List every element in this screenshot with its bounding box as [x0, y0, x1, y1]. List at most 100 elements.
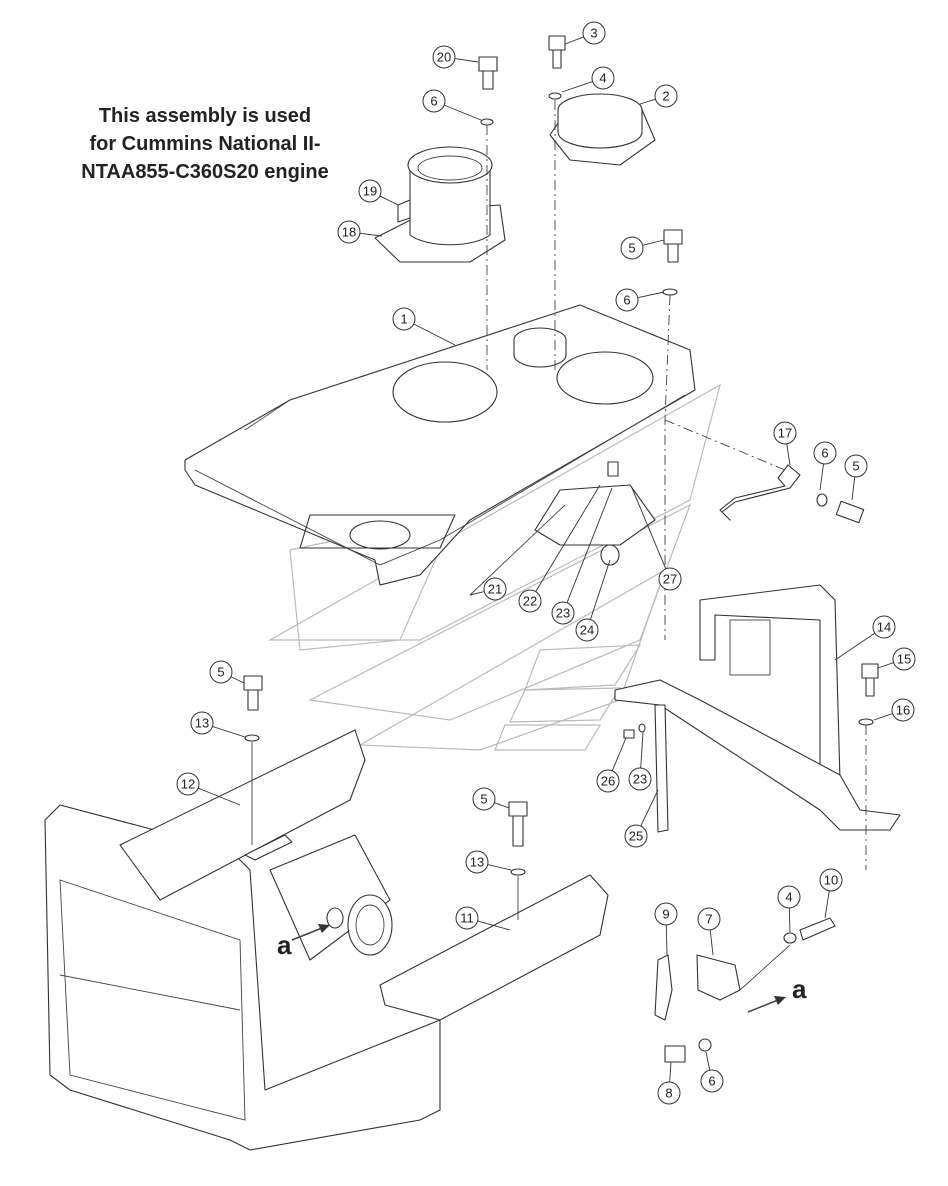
callout-c5a: 5 [620, 236, 665, 260]
callout-leader-line [819, 463, 824, 491]
callout-circle [657, 1081, 681, 1105]
callout-number: 6 [708, 1074, 715, 1089]
callout-c25: 25 [624, 789, 659, 848]
callout-number: 6 [623, 293, 630, 308]
callout-number: 27 [663, 572, 677, 587]
callout-leader-line [444, 104, 482, 121]
view-arrow-left-label: a [277, 930, 292, 960]
hood-top-part-1 [184, 304, 696, 586]
intake-adapter-part-18-19 [374, 146, 506, 263]
callout-circle [337, 220, 361, 244]
callout-leader-line [469, 591, 485, 596]
callout-number: 17 [778, 426, 792, 441]
hook-part-17 [664, 419, 865, 524]
callout-number: 2 [662, 89, 669, 104]
callout-circle [190, 711, 214, 735]
callout-leader-line [631, 487, 667, 570]
callout-circle [620, 236, 644, 260]
strap-part-25 [623, 704, 669, 833]
callout-c18: 18 [337, 220, 383, 244]
callout-c11: 11 [455, 906, 511, 931]
callout-circle [596, 769, 620, 793]
assembly-note: This assembly is used for Cummins Nation… [60, 102, 350, 186]
callout-leader-line [705, 1051, 711, 1071]
callout-number: 16 [896, 703, 910, 718]
callout-number: 10 [824, 873, 838, 888]
callout-number: 14 [877, 620, 891, 635]
callout-circle [700, 1069, 724, 1093]
callout-number: 4 [599, 71, 606, 86]
callout-number: 20 [437, 50, 451, 65]
callout-leader-line [637, 291, 665, 299]
callout-c27: 27 [631, 487, 682, 591]
note-line-3: NTAA855-C360S20 engine [81, 161, 329, 183]
callout-leader-line [590, 559, 611, 620]
callout-c9: 9 [654, 902, 678, 956]
view-arrow-right: a [747, 974, 807, 1013]
callout-c7: 7 [697, 907, 721, 956]
callout-circle [392, 307, 416, 331]
top-fasteners [478, 35, 683, 640]
callout-leader-line [824, 890, 830, 919]
callout-number: 23 [633, 772, 647, 787]
callout-leader-line [851, 476, 856, 501]
callout-leader-line [413, 323, 456, 346]
callout-c16: 16 [873, 698, 915, 722]
callout-leader-line [198, 787, 241, 806]
callout-number: 8 [665, 1086, 672, 1101]
callout-c20: 20 [432, 45, 479, 69]
callout-circle [872, 615, 896, 639]
callout-leader-line [494, 802, 510, 809]
callout-number: 21 [488, 582, 502, 597]
callout-leader-line [642, 239, 665, 246]
callout-c2: 2 [639, 84, 678, 108]
callout-number: 19 [363, 184, 377, 199]
callout-number: 4 [785, 890, 792, 905]
view-arrow-right-label: a [792, 974, 807, 1004]
callout-c5c: 5 [209, 660, 245, 684]
callout-leader-line [561, 81, 593, 93]
callout-circle [575, 618, 599, 642]
callout-number: 5 [217, 665, 224, 680]
callout-c6c: 6 [813, 441, 837, 491]
callout-c14: 14 [834, 615, 896, 661]
callout-circle [624, 824, 648, 848]
callout-circle [813, 441, 837, 465]
callout-number: 7 [705, 912, 712, 927]
callout-number: 13 [470, 855, 484, 870]
callout-circle [591, 66, 615, 90]
side-frame-part-14 [614, 584, 901, 870]
callout-leader-line [665, 924, 668, 956]
callout-circle [455, 906, 479, 930]
callout-leader-line [454, 58, 479, 63]
callout-number: 13 [195, 716, 209, 731]
callout-circle [819, 868, 843, 892]
view-arrow-left: a [277, 924, 330, 960]
callout-circle [432, 45, 456, 69]
callout-c24: 24 [575, 559, 611, 642]
callout-circle [892, 647, 916, 671]
callout-c17: 17 [773, 421, 797, 466]
callout-leader-line [669, 1061, 672, 1083]
callout-c13b: 13 [465, 850, 512, 874]
callout-leader-line [564, 36, 584, 45]
callout-c23b: 23 [628, 731, 652, 791]
callout-c6a: 6 [422, 89, 482, 121]
callout-leader-line [359, 232, 383, 237]
callout-leader-line [212, 725, 246, 738]
callout-number: 22 [523, 594, 537, 609]
callout-circle [891, 698, 915, 722]
callout-c5b: 5 [844, 454, 868, 501]
callout-number: 25 [629, 829, 643, 844]
callout-c26: 26 [596, 737, 627, 793]
callout-number: 15 [897, 652, 911, 667]
callout-leader-line [566, 487, 613, 603]
callout-circle [777, 885, 801, 909]
callout-leader-line [709, 929, 714, 956]
callout-circle [654, 84, 678, 108]
callout-leader-line [788, 907, 791, 933]
callout-number: 11 [460, 911, 474, 926]
